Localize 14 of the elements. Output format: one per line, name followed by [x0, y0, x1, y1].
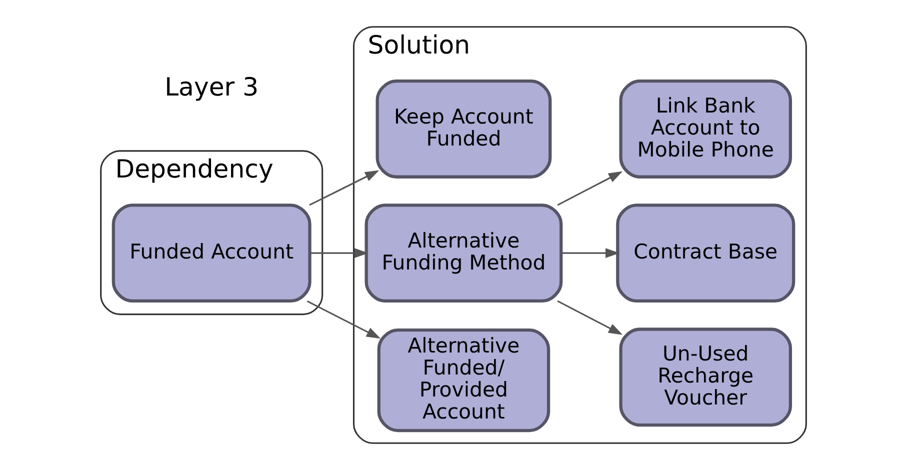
arrow	[556, 171, 622, 206]
node-box: Contract Base	[616, 204, 795, 303]
arrow	[308, 170, 379, 206]
arrow	[310, 248, 368, 258]
arrow	[306, 300, 380, 339]
arrow	[561, 248, 620, 258]
node-box: Keep Account Funded	[375, 80, 552, 178]
arrow	[556, 300, 622, 335]
label: Layer 3	[164, 72, 258, 102]
node-box: Alternative Funding Method	[364, 204, 562, 303]
node-box: Funded Account	[111, 204, 311, 303]
node-box: Alternative Funded/ Provided Account	[376, 328, 550, 432]
node-box: Un-Used Recharge Voucher	[618, 328, 792, 427]
node-box: Link Bank Account to Mobile Phone	[618, 80, 792, 178]
